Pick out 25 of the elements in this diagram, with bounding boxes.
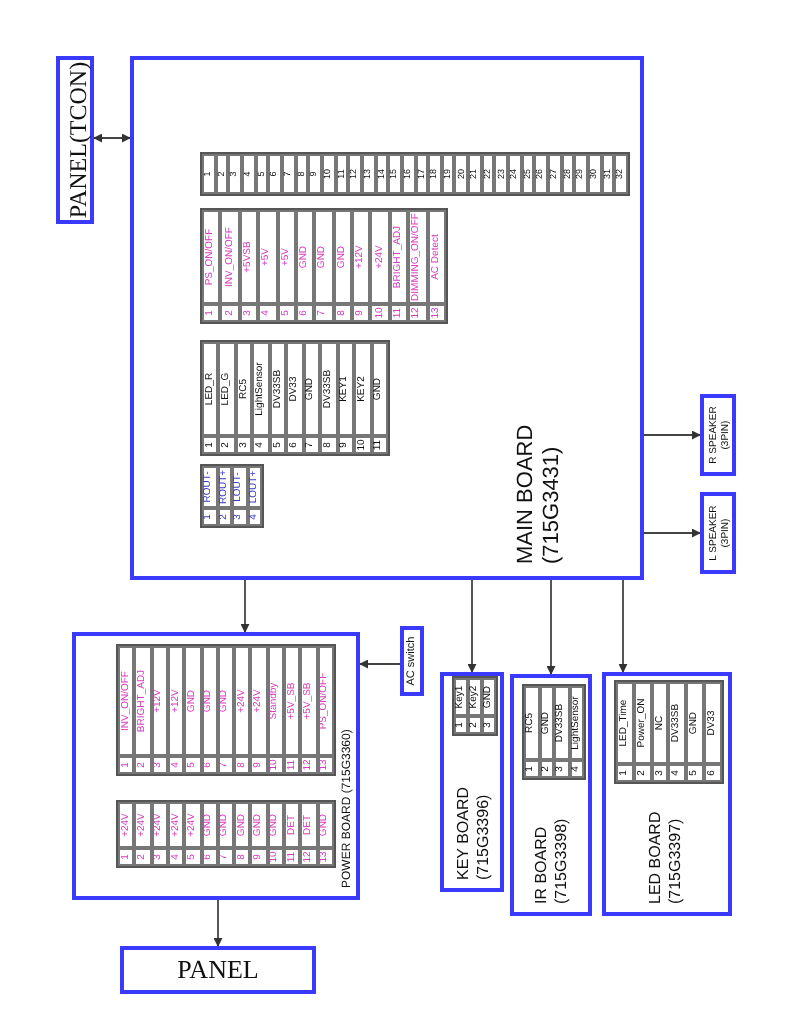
board-title: KEY BOARD (715G3396) <box>454 784 493 880</box>
connector-arrow <box>93 133 131 143</box>
board-box <box>56 56 94 224</box>
board-title: PANEL(TCON) <box>64 60 93 220</box>
connector-arrow <box>213 899 223 947</box>
board-box <box>700 394 736 476</box>
connector-arrow <box>240 579 250 633</box>
board-title: PANEL <box>177 954 259 986</box>
connector-arrow <box>643 528 701 538</box>
board-box <box>440 672 504 892</box>
board-box <box>400 626 424 696</box>
board-box <box>700 492 736 574</box>
connector-arrow <box>643 430 701 440</box>
board-box <box>120 946 316 994</box>
board-title: LED BOARD (715G3397) <box>646 809 685 904</box>
board-box <box>72 632 360 900</box>
board-box <box>602 672 732 916</box>
connector-arrow <box>618 579 628 673</box>
connector-arrow <box>359 659 401 669</box>
board-title: IR BOARD (715G3398) <box>532 816 571 904</box>
connector-arrow <box>467 579 477 673</box>
board-box <box>510 674 592 916</box>
board-title: MAIN BOARD (715G3431) <box>514 422 567 564</box>
board-box <box>130 56 644 580</box>
connector-arrow <box>546 579 556 675</box>
